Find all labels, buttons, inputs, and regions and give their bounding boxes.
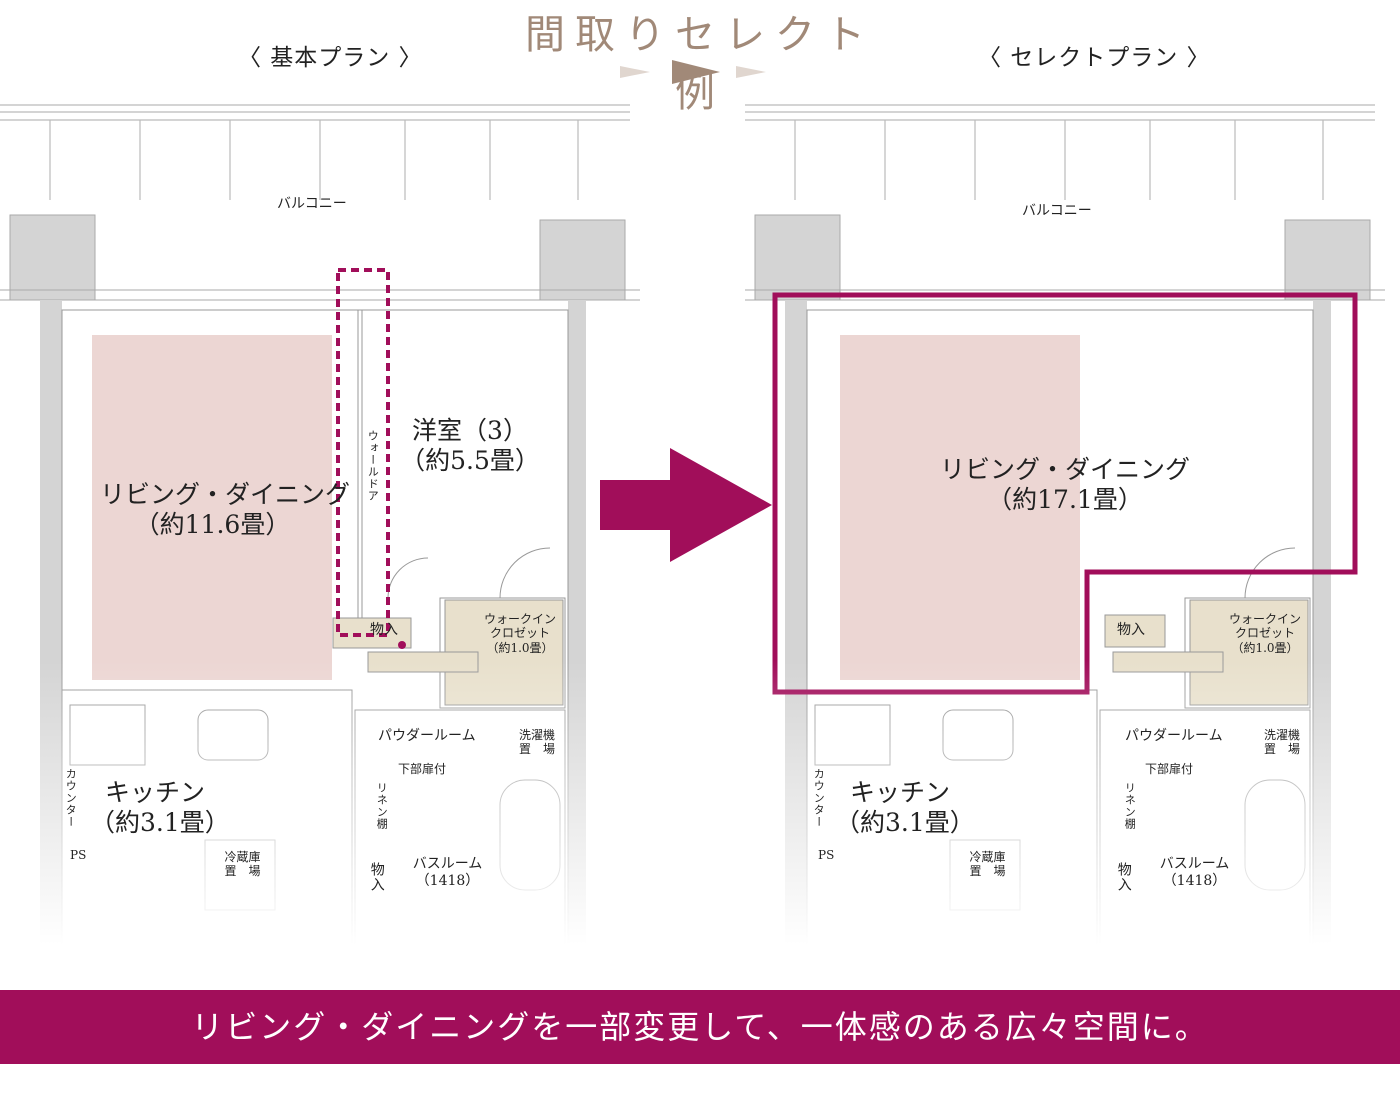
basic-fridge-label: 冷蔵庫 置 場 — [224, 850, 261, 879]
select-floor-plan: バルコニー リビング・ダイニング （約17.1畳） 物入 ウォークイン クロゼッ… — [745, 100, 1385, 960]
basic-laundry-label: 洗濯機 置 場 — [518, 728, 555, 757]
basic-linen-label: リネン棚 — [375, 782, 389, 830]
select-linen-label: リネン棚 — [1123, 782, 1137, 830]
footer-banner: リビング・ダイニングを一部変更して、一体感のある広々空間に。 — [0, 990, 1400, 1064]
select-balcony-label: バルコニー — [1022, 203, 1092, 219]
select-powder-room-label: パウダールーム — [1125, 728, 1223, 744]
select-ps-label: PS — [818, 848, 835, 862]
basic-walk-in-closet-label: ウォークイン クロゼット （約1.0畳） — [483, 612, 556, 655]
select-fridge-label: 冷蔵庫 置 場 — [969, 850, 1006, 879]
basic-counter-label: カウンター — [64, 768, 78, 828]
basic-ps-label: PS — [70, 848, 87, 862]
basic-bathroom-label: バスルーム （1418） — [412, 856, 483, 889]
basic-balcony-label: バルコニー — [277, 196, 347, 212]
basic-plan-label: 〈 基本プラン 〉 — [238, 45, 423, 71]
select-bathroom-label: バスルーム （1418） — [1159, 856, 1230, 889]
basic-floor-plan: バルコニー リビング・ダイニング （約11.6畳） 洋室（3） （約5.5畳） … — [0, 100, 640, 960]
select-living-dining-label: リビング・ダイニング （約17.1畳） — [940, 455, 1191, 514]
page-title: 間取りセレクト例 — [525, 12, 875, 116]
basic-storage-2-label: 物入 — [368, 862, 385, 892]
basic-living-dining-label: リビング・ダイニング （約11.6畳） — [100, 480, 351, 539]
select-plan-label: 〈 セレクトプラン 〉 — [978, 45, 1211, 71]
step-arrows — [620, 58, 770, 90]
select-lower-door-label: 下部扉付 — [1145, 762, 1194, 776]
basic-bedroom-label: 洋室（3） （約5.5畳） — [400, 416, 540, 475]
select-storage-2-label: 物入 — [1115, 862, 1132, 892]
select-laundry-label: 洗濯機 置 場 — [1263, 728, 1300, 757]
select-walk-in-closet-label: ウォークイン クロゼット （約1.0畳） — [1228, 612, 1301, 655]
select-storage-label: 物入 — [1117, 622, 1145, 638]
select-counter-label: カウンター — [812, 768, 826, 828]
basic-kitchen-label: キッチン （約3.1畳） — [90, 778, 230, 837]
wall-door-label: ウォールドア — [366, 430, 380, 502]
basic-storage-label: 物入 — [370, 622, 398, 638]
select-kitchen-label: キッチン （約3.1畳） — [835, 778, 975, 837]
change-arrow — [600, 448, 775, 567]
basic-powder-room-label: パウダールーム — [378, 728, 476, 744]
basic-lower-door-label: 下部扉付 — [398, 762, 447, 776]
